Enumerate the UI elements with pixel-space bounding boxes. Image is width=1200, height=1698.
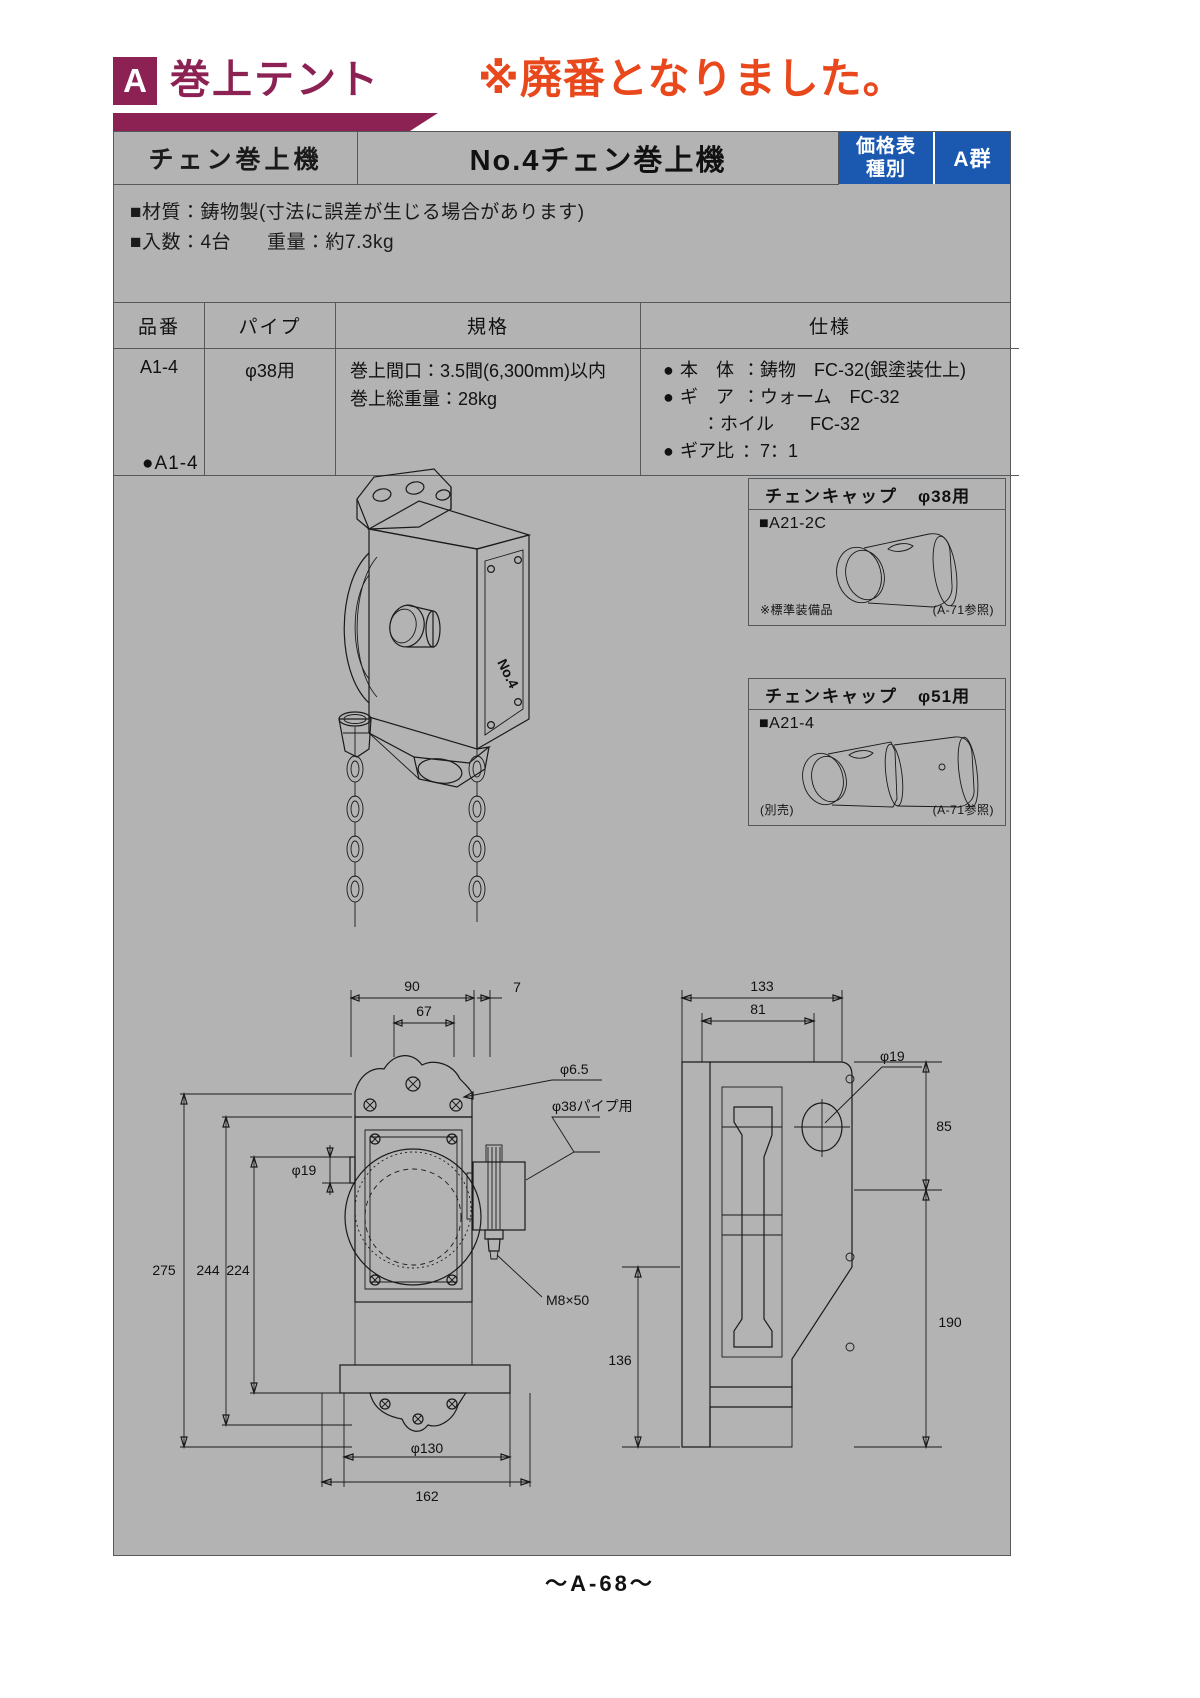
cell-code: A1-4 <box>114 348 205 476</box>
spec-line: ● ギ ア ：ウォーム FC-32 <box>641 384 1019 411</box>
inset-title-row: チェンキャップ φ51用 <box>749 679 1005 710</box>
dim-90: 90 <box>404 978 420 994</box>
product-notes: ■材質：鋳物製(寸法に誤差が生じる場合があります) ■入数：4台 重量：約7.3k… <box>130 198 930 258</box>
chain-left <box>346 727 364 927</box>
category-badge: A <box>113 57 157 105</box>
cell-specs: ● 本 体 ：鋳物 FC-32(銀塗装仕上) ● ギ ア ：ウォーム FC-32 ：ホイ… <box>640 348 1019 476</box>
dim-81: 81 <box>750 1001 766 1017</box>
spec-label: 本 体 <box>680 360 734 380</box>
note-weight: 重量：約7.3kg <box>267 232 395 253</box>
inset-box-chain-cap-38: チェンキャップ φ38用 ■A21-2C ※標準装備品 (A-71参照) <box>748 478 1006 626</box>
product-name: No.4チェン巻上機 <box>358 132 839 185</box>
engineering-drawings: 90 7 67 <box>152 978 962 1504</box>
dim-85: 85 <box>936 1118 952 1134</box>
dim-phi19-front-label: φ19 <box>292 1162 317 1178</box>
note-quantity-weight: ■入数：4台 重量：約7.3kg <box>130 228 930 258</box>
note-material: ■材質：鋳物製(寸法に誤差が生じる場合があります) <box>130 202 585 223</box>
spec-value: ：7：1 <box>742 441 799 461</box>
inset-footnote-left: ※標準装備品 <box>760 603 834 617</box>
dim-vertical-group: 275 244 224 <box>152 1091 352 1450</box>
category-title: 巻上テント <box>170 58 380 102</box>
side-view-geometry: 133 81 <box>680 978 922 1448</box>
spec-line: ● 本 体 ：鋳物 FC-32(銀塗装仕上) <box>641 357 1019 384</box>
dim-top-group: 90 7 67 <box>349 978 521 1057</box>
content-panel: チェン巻上機 No.4チェン巻上機 価格表 種別 A群 ■材質：鋳物製(寸法に誤… <box>113 131 1019 1556</box>
front-view-leaders: φ6.5 φ38パイプ用 M8×50 <box>462 1061 633 1308</box>
page-banner: A 巻上テント ※廃番となりました。 <box>0 0 1200 131</box>
standard-line: 巻上総重量：28kg <box>350 389 498 409</box>
dim-67: 67 <box>416 1003 432 1019</box>
spec-value: ：鋳物 FC-32(銀塗装仕上) <box>742 360 966 380</box>
spec-line: ● ギア比 ：7：1 <box>641 438 1019 465</box>
discontinued-notice: ※廃番となりました。 <box>478 55 906 102</box>
side-view-dims: 85 190 136 <box>608 1059 962 1450</box>
header-specs: 仕様 <box>640 303 1019 349</box>
inset-title: チェンキャップ <box>765 486 898 506</box>
dim-224: 224 <box>226 1262 250 1278</box>
inset-box-chain-cap-51: チェンキャップ φ51用 ■A21-4 (別売) (A-71参照) <box>748 678 1006 826</box>
inset-title-row: チェンキャップ φ38用 <box>749 479 1005 510</box>
inset-title: チェンキャップ <box>765 686 898 706</box>
dim-phi130: φ130 <box>411 1440 444 1456</box>
inset-part-code: ■A21-2C <box>759 515 827 532</box>
dim-7: 7 <box>513 979 521 995</box>
leader-pipe-note: φ38パイプ用 <box>552 1098 633 1114</box>
spec-label: ギア比 <box>680 441 734 461</box>
dim-136: 136 <box>608 1352 632 1368</box>
spec-bullet: ● <box>663 387 674 407</box>
inset-footnote-right: (A-71参照) <box>932 803 994 817</box>
chain-cap-38-illustration <box>836 533 958 608</box>
cell-pipe: φ38用 <box>204 348 336 476</box>
drawing-model-label: ●A1-4 <box>142 453 199 474</box>
spec-label: ギ ア <box>680 387 734 407</box>
leader-bolt-note: M8×50 <box>546 1292 589 1308</box>
dim-133: 133 <box>750 978 774 994</box>
spec-value: ：ウォーム FC-32 <box>742 387 900 407</box>
leader-phi19-side: φ19 <box>880 1048 905 1064</box>
price-type-line1: 価格表 <box>855 136 916 157</box>
inset-part-code: ■A21-4 <box>759 715 815 732</box>
drawing-area: ●A1-4 <box>114 437 1010 1555</box>
table-row: A1-4 φ38用 巻上間口：3.5間(6,300mm)以内 巻上総重量：28k… <box>114 348 1019 476</box>
dim-190: 190 <box>938 1314 962 1330</box>
table-header-row: 品番 パイプ 規格 仕様 <box>114 303 1019 349</box>
body-mark-text: No.4 <box>494 656 522 690</box>
chain-cap-51-illustration <box>802 736 979 808</box>
chain-right <box>468 749 486 922</box>
inset-diameter: φ51用 <box>918 686 971 706</box>
price-type-badge: 価格表 種別 <box>839 132 935 184</box>
dim-162: 162 <box>415 1488 439 1504</box>
group-code-badge: A群 <box>935 132 1010 184</box>
header-code: 品番 <box>114 303 205 349</box>
header-standard: 規格 <box>335 303 641 349</box>
product-group-name: チェン巻上機 <box>114 132 358 185</box>
leader-phi6-5: φ6.5 <box>560 1061 589 1077</box>
standard-line: 巻上間口：3.5間(6,300mm)以内 <box>350 361 607 381</box>
specification-table: 品番 パイプ 規格 仕様 A1-4 φ38用 巻上間口：3.5間(6,300mm… <box>114 302 1019 476</box>
spec-value: ：ホイル FC-32 <box>702 414 861 434</box>
banner-accent-bar <box>113 113 438 131</box>
product-title-row: チェン巻上機 No.4チェン巻上機 価格表 種別 A群 <box>114 132 1010 185</box>
dim-244: 244 <box>196 1262 220 1278</box>
dim-phi19-front: φ19 <box>292 1145 350 1195</box>
note-quantity: ■入数：4台 <box>130 232 232 253</box>
cell-standard: 巻上間口：3.5間(6,300mm)以内 巻上総重量：28kg <box>335 348 641 476</box>
page-number: ～A-68～ <box>545 1571 655 1596</box>
dim-275: 275 <box>152 1262 176 1278</box>
dim-bottom-group: φ130 162 <box>320 1393 532 1504</box>
inset-diameter: φ38用 <box>918 486 971 506</box>
price-type-line2: 種別 <box>865 159 906 180</box>
header-pipe: パイプ <box>204 303 336 349</box>
inset-footnote-right: (A-71参照) <box>932 603 994 617</box>
front-view-geometry <box>339 1055 526 1432</box>
spec-bullet: ● <box>663 360 674 380</box>
inset-footnote-left: (別売) <box>760 803 794 817</box>
hoist-perspective-illustration: No.4 <box>338 468 532 927</box>
spec-bullet: ● <box>663 441 674 461</box>
spec-line: ：ホイル FC-32 <box>641 411 1019 438</box>
